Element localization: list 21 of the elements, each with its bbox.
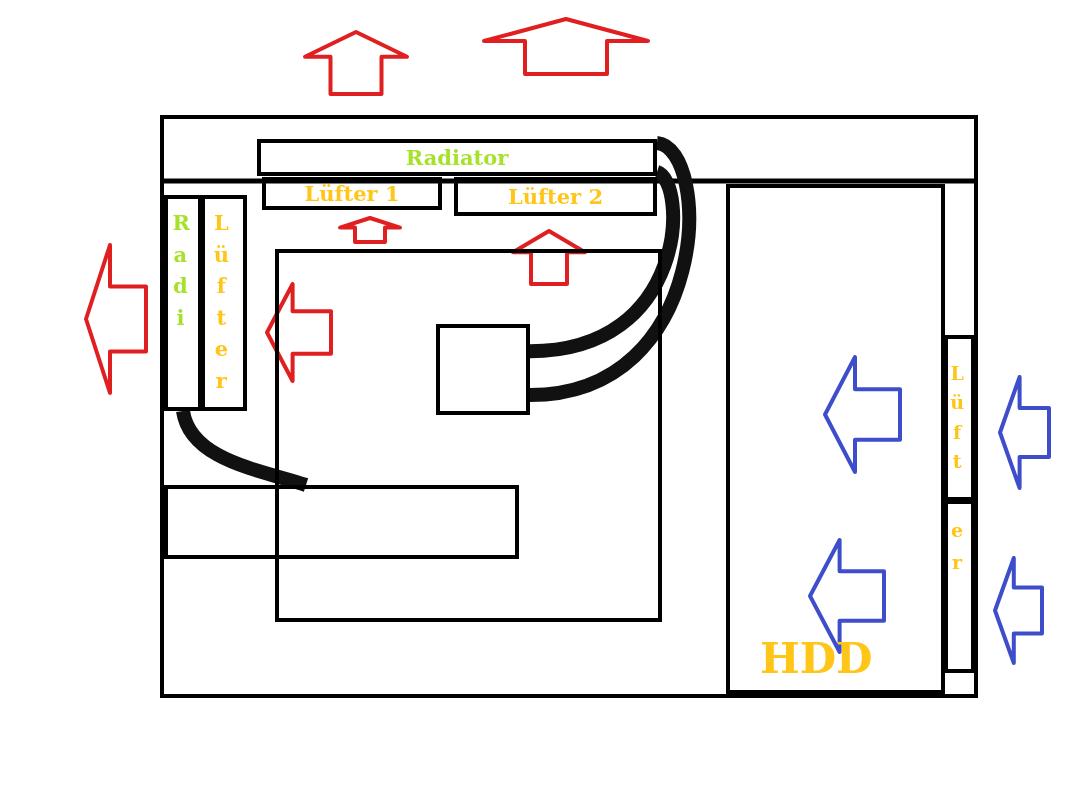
- radiator-box: [164, 195, 202, 411]
- radiator-box: [257, 139, 657, 176]
- hdd-cage: [726, 184, 945, 694]
- component-label: Lüfter 2: [507, 186, 604, 207]
- component-label: Lüft: [950, 361, 969, 475]
- component-label: er: [950, 518, 969, 576]
- component-label: HDD: [760, 638, 873, 680]
- cpu-block: [436, 324, 530, 415]
- water-tube: [529, 166, 680, 359]
- fan-box: [262, 177, 442, 210]
- fan-box: [201, 195, 247, 411]
- component-label: Radi: [172, 209, 194, 332]
- component-label: Lüfter: [213, 209, 235, 395]
- fan-box: [944, 335, 975, 501]
- mainboard-box: [275, 249, 662, 622]
- pc-case: [160, 115, 978, 698]
- component-label: Lüfter 1: [304, 183, 400, 204]
- component-label: Radiator: [405, 147, 509, 168]
- gpu-card: [164, 485, 519, 559]
- fan-box: [944, 500, 975, 673]
- fan-box: [454, 177, 657, 216]
